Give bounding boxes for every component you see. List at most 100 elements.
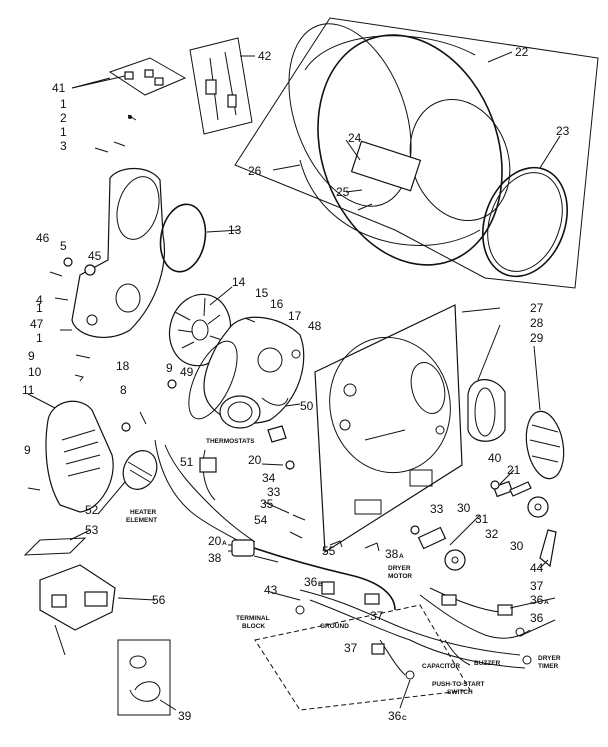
fasteners [27, 114, 500, 552]
suffix-20a: A [222, 540, 227, 547]
clip-50 [261, 397, 289, 406]
callout-56: 56 [152, 593, 166, 607]
heater-wire-2 [164, 444, 256, 543]
callout-5: 5 [60, 239, 67, 253]
pulley-32 [527, 496, 549, 518]
callout-34: 34 [262, 471, 276, 485]
callout-46: 46 [36, 231, 50, 245]
callout-54: 54 [254, 513, 268, 527]
seal-49 [188, 340, 238, 420]
callout-14: 14 [232, 275, 246, 289]
callout-40: 40 [488, 451, 502, 465]
drum-screw [357, 203, 373, 211]
callout-20a: 20 [208, 534, 222, 548]
callout-31: 31 [475, 512, 489, 526]
callout-20: 20 [248, 453, 262, 467]
thermostat-housing [219, 395, 261, 429]
callout-11: 11 [22, 383, 35, 397]
suffix-38a: A [399, 553, 404, 560]
callout-4: 4 [36, 293, 43, 307]
suffix-36a: A [544, 599, 549, 606]
rear-bulkhead-27 [314, 304, 463, 554]
callout-33b: 33 [430, 502, 444, 516]
callout-22: 22 [515, 45, 529, 59]
caption-terminal-block-1: TERMINAL [236, 615, 270, 622]
arm-21 [509, 481, 532, 497]
callout-50: 50 [300, 399, 314, 413]
duct-28-inner [474, 387, 496, 437]
part-captions: THERMOSTATS HEATER ELEMENT DRYER MOTOR T… [126, 438, 561, 696]
callout-38a: 38 [385, 547, 399, 561]
clip-50b [267, 425, 287, 443]
suffix-36c: C [402, 715, 407, 722]
shaft-40 [493, 480, 513, 498]
parts-bag-41 [108, 57, 187, 96]
callout-1a: 1 [60, 97, 67, 111]
callout-13: 13 [228, 223, 242, 237]
callout-37c: 37 [344, 641, 358, 655]
callout-18: 18 [116, 359, 130, 373]
callout-51: 51 [180, 455, 194, 469]
callout-44: 44 [530, 561, 544, 575]
callout-36a: 36 [530, 593, 544, 607]
callout-42: 42 [258, 49, 272, 63]
parts-card-42 [189, 37, 253, 135]
callout-36c: 36 [388, 709, 402, 723]
drum-seal-ring-inner [487, 172, 563, 272]
drum-front-rim [317, 34, 503, 266]
callout-52: 52 [85, 503, 99, 517]
caption-push-to-start-1: PUSH-TO-START [432, 681, 485, 688]
callout-43: 43 [264, 583, 278, 597]
caption-terminal-block-2: BLOCK [242, 623, 265, 630]
bracket-53 [23, 537, 87, 556]
drum-bottom-edge [299, 159, 481, 246]
caption-capacitor: CAPACITOR [422, 663, 460, 670]
callout-25: 25 [336, 185, 350, 199]
main-harness-36 [295, 581, 532, 680]
callout-28: 28 [530, 316, 544, 330]
callout-17: 17 [288, 309, 302, 323]
heater-wire-1 [154, 439, 251, 549]
filter-screen-52 [122, 450, 158, 490]
callout-10: 10 [28, 365, 42, 379]
callout-32: 32 [485, 527, 499, 541]
drum-seal-ring [482, 166, 568, 278]
callout-3: 3 [60, 139, 67, 153]
caption-buzzer: BUZZER [474, 660, 501, 667]
callout-16: 16 [270, 297, 284, 311]
lint-duct-11 [45, 400, 114, 513]
suffix-36b: B [318, 581, 323, 588]
caption-dryer-timer-1: DRYER [538, 655, 561, 662]
power-cord-38 [228, 539, 396, 611]
callout-35: 35 [260, 497, 274, 511]
part-callouts: 41 1 2 1 3 42 22 23 24 25 26 13 46 5 45 … [22, 45, 570, 723]
callout-24: 24 [348, 131, 362, 145]
caption-dryer-timer-2: TIMER [538, 663, 559, 670]
parts-box-39 [117, 639, 171, 716]
heater-connector [199, 457, 217, 473]
duct-28 [467, 379, 506, 442]
callout-30b: 30 [510, 539, 524, 553]
callout-9c: 9 [24, 443, 31, 457]
callout-2: 2 [60, 111, 67, 125]
callout-49: 49 [180, 365, 194, 379]
caption-heater-1: HEATER [130, 509, 157, 516]
leader-lines [27, 51, 561, 711]
blower-housing-16 [203, 316, 305, 429]
drum-back-rim [288, 23, 412, 207]
caption-dryer-motor-1: DRYER [388, 565, 411, 572]
callout-1b: 1 [60, 125, 67, 139]
callout-9b: 9 [166, 361, 173, 375]
callout-9a: 9 [28, 349, 35, 363]
callout-33a: 33 [267, 485, 281, 499]
front-panel-3 [71, 167, 165, 339]
callout-suffixes: A A B A C [222, 540, 549, 722]
pulley-30 [444, 549, 466, 571]
callout-37b: 37 [370, 609, 384, 623]
callout-23: 23 [556, 124, 570, 138]
callout-26: 26 [248, 164, 262, 178]
terminal-block [321, 581, 335, 595]
callout-30a: 30 [457, 501, 471, 515]
callout-55: 55 [322, 544, 336, 558]
